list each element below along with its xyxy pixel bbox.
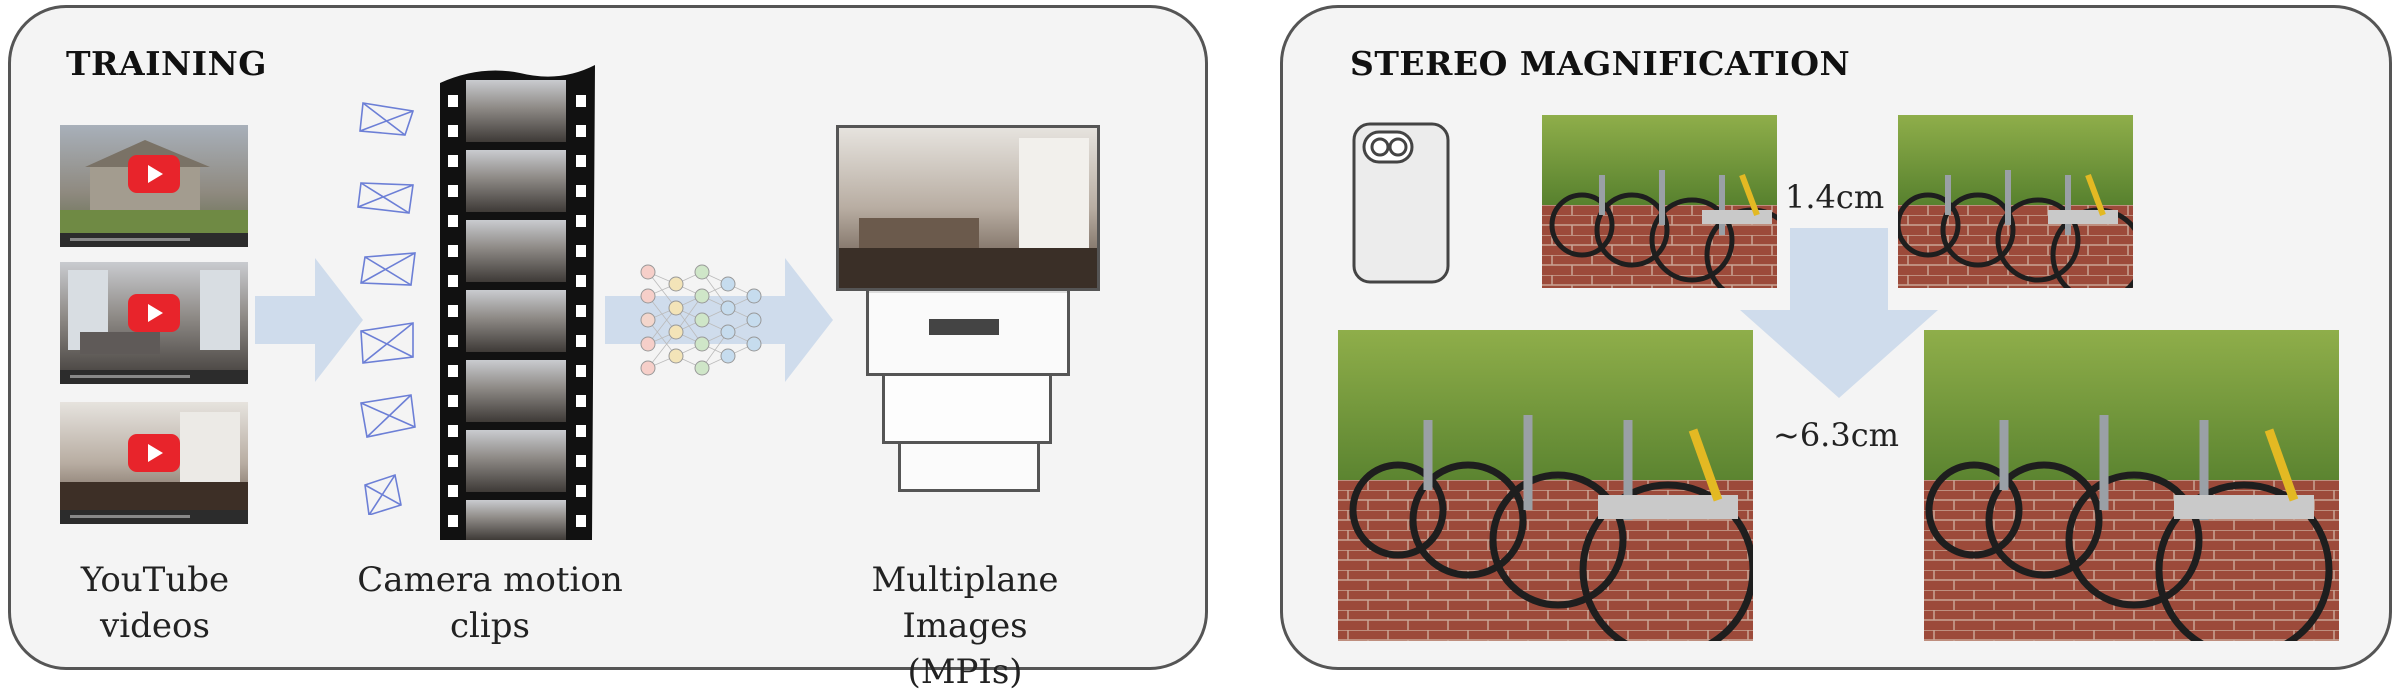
camera-caption: Camera motion clips xyxy=(345,558,635,650)
stereo-input-right xyxy=(1898,115,2133,288)
neural-network-icon xyxy=(640,262,770,382)
youtube-caption-line1: YouTube xyxy=(80,560,230,600)
camera-caption-line2: clips xyxy=(449,605,530,646)
youtube-thumbnail-2 xyxy=(60,262,248,384)
mpi-caption-line2: (MPIs) xyxy=(907,651,1023,692)
mpi-caption: Multiplane Images (MPIs) xyxy=(810,558,1120,696)
mpi-layer-1 xyxy=(836,125,1100,291)
baseline-small-label: 1.4cm xyxy=(1785,178,1885,216)
training-title: TRAINING xyxy=(66,44,267,83)
stereo-output-right xyxy=(1924,330,2339,641)
stereo-input-left xyxy=(1542,115,1777,288)
flow-arrow xyxy=(255,258,365,383)
flow-arrow xyxy=(605,258,835,383)
play-icon[interactable] xyxy=(128,155,180,193)
youtube-caption: YouTube videos xyxy=(50,558,260,650)
youtube-thumbnail-3 xyxy=(60,402,248,524)
camera-frustum-icon xyxy=(355,95,425,515)
magnification-arrow xyxy=(1738,228,1940,400)
mpi-caption-line1: Multiplane Images xyxy=(871,560,1059,646)
stereo-output-left xyxy=(1338,330,1753,641)
youtube-caption-line2: videos xyxy=(100,605,210,646)
film-strip xyxy=(440,65,600,540)
play-icon[interactable] xyxy=(128,294,180,332)
stereo-title: STEREO MAGNIFICATION xyxy=(1350,44,1851,83)
baseline-large-label: ~6.3cm xyxy=(1773,416,1899,454)
phone-dual-camera-icon xyxy=(1352,122,1450,284)
play-icon[interactable] xyxy=(128,434,180,472)
camera-caption-line1: Camera motion xyxy=(357,560,623,600)
